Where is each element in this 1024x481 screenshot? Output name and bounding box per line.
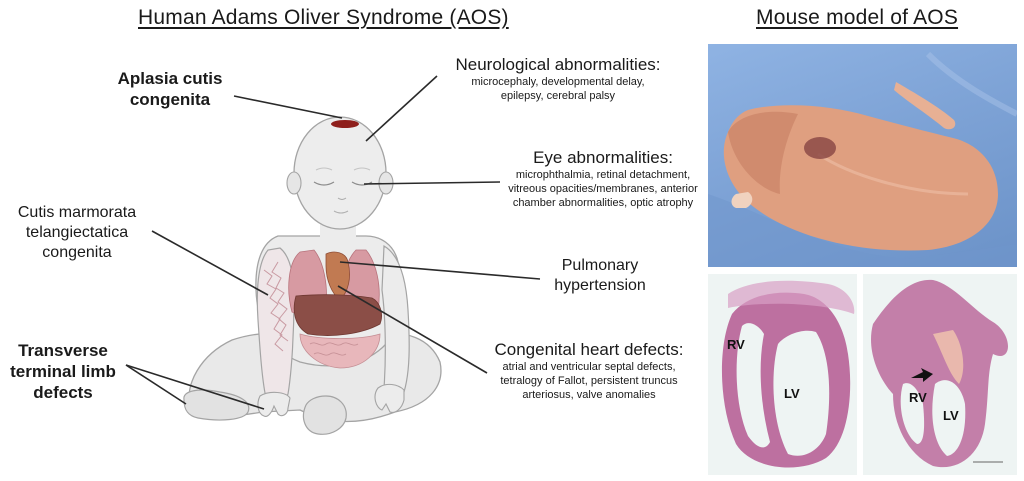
mouse-body — [708, 51, 1017, 267]
baby-figure — [183, 116, 442, 435]
mouse-photo — [708, 44, 1017, 267]
label-transverse-limb-defects: Transverse terminal limb defects — [10, 341, 116, 402]
rv-label-left: RV — [727, 337, 745, 352]
human-aos-title: Human Adams Oliver Syndrome (AOS) — [138, 6, 509, 29]
callout-heart-defects: Congenital heart defects: atrial and ven… — [494, 340, 684, 401]
heart-section-right — [871, 279, 1008, 468]
label-aplasia-cutis-congenita: Aplasia cutis congenita — [117, 69, 223, 109]
callout-eye: Eye abnormalities: microphthalmia, retin… — [508, 148, 698, 209]
callout-neurological: Neurological abnormalities: microcephaly… — [455, 55, 661, 102]
histology-heart-left: RV LV — [708, 274, 857, 475]
label-cutis-marmorata: Cutis marmorata telangiectatica congenit… — [17, 204, 137, 261]
baby-illustration — [125, 75, 541, 435]
lv-label-left: LV — [784, 386, 800, 401]
leader-lines — [125, 75, 541, 410]
lv-label-right: LV — [943, 408, 959, 423]
histology-heart-right: RV LV — [863, 274, 1017, 475]
heart-section-left — [721, 280, 855, 468]
mouse-model-title: Mouse model of AOS — [756, 6, 959, 29]
rv-label-right: RV — [909, 390, 927, 405]
label-pulmonary-hypertension: Pulmonary hypertension — [554, 257, 646, 294]
